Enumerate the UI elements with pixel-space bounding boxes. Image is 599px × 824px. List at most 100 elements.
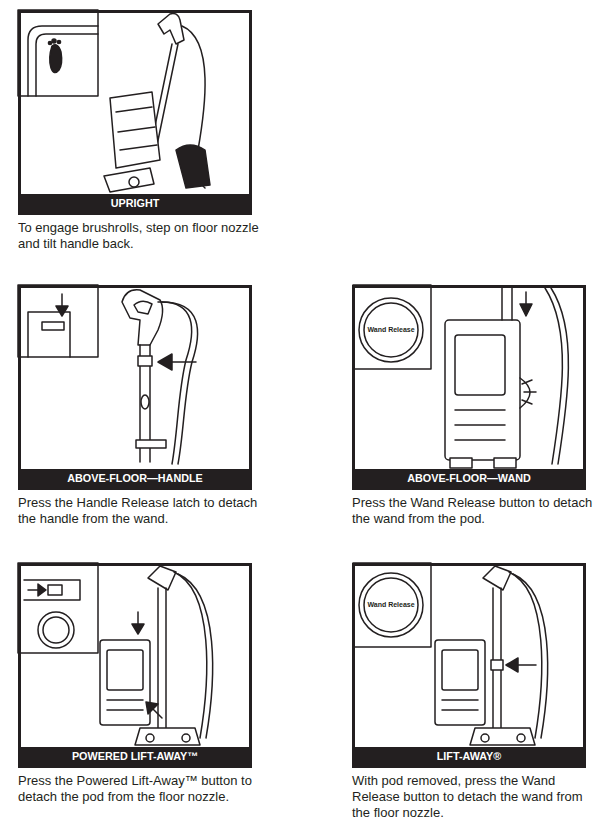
nozzle-housing (36, 34, 98, 96)
button-label: Wand Release (367, 601, 414, 609)
panel-frame: With pod removed, press the Wand Release… (352, 563, 586, 768)
vacuum-pod (100, 640, 150, 725)
wand-release-button (364, 578, 418, 632)
vacuum-hose (509, 572, 542, 738)
hose-clip (136, 440, 166, 448)
foot-toe (48, 41, 51, 44)
vacuum-pod (435, 640, 485, 725)
vacuum-wand (501, 288, 503, 320)
panel-caption: With pod removed, press the Wand Release… (352, 773, 594, 821)
nozzle-wheel (481, 734, 489, 742)
pod-detail (120, 145, 157, 150)
arrow-head (158, 354, 172, 370)
nozzle-wheel (146, 734, 154, 742)
vacuum-pod (110, 92, 160, 168)
lift-away-button (48, 585, 62, 595)
panel-caption: Press the Handle Release latch to detach… (18, 495, 260, 527)
vacuum-hose (545, 288, 562, 464)
label-band: POWERED LIFT-AWAY™ (21, 747, 249, 765)
vacuum-hose (551, 288, 568, 464)
foot-icon (50, 45, 62, 73)
pod-detail (107, 700, 143, 710)
panel-frame: Press the Handle Release latch to detach… (18, 285, 252, 490)
vacuum-wand (511, 288, 513, 320)
vacuum-handle (158, 14, 184, 44)
arrow-head (56, 306, 68, 316)
nozzle-wheel (182, 734, 190, 742)
vacuum-hose (158, 302, 192, 464)
panel-caption: To engage brushrolls, step on floor nozz… (18, 220, 260, 252)
inset-frame (18, 10, 98, 96)
leg-silhouette (176, 145, 210, 188)
nozzle-housing (28, 26, 98, 96)
vacuum-pod (445, 320, 520, 460)
button-housing (359, 573, 423, 637)
handle-illustration (18, 285, 198, 464)
arrow-head (38, 584, 46, 596)
floor-nozzle (104, 168, 154, 192)
pod-foot (494, 458, 516, 468)
handle-housing (28, 312, 70, 357)
dust-cup (455, 335, 505, 395)
arrow-head (132, 624, 144, 634)
vacuum-handle (122, 290, 163, 345)
vacuum-figure (100, 566, 213, 745)
arrow-shaft (170, 361, 196, 363)
nozzle-wheel (517, 734, 525, 742)
pod-detail (455, 424, 505, 426)
label-band: UPRIGHT (21, 194, 249, 212)
label-band: ABOVE-FLOOR—WAND (355, 469, 583, 487)
panel-title: LIFT-AWAY® (355, 747, 583, 765)
arrow-head (520, 304, 532, 316)
panel-caption: Press the Powered Lift-Away™ button to d… (18, 773, 260, 805)
button-housing (38, 612, 74, 648)
release-latch (42, 322, 64, 330)
vacuum-handle (483, 566, 511, 590)
panel-frame: Press the Wand Release button to detach … (352, 285, 586, 490)
vacuum-hose (174, 572, 207, 738)
liftaway-illustration (353, 563, 548, 745)
vacuum-wand (156, 44, 178, 150)
upright-illustration (18, 10, 210, 192)
foot-toe (52, 39, 56, 43)
foot-toe (57, 40, 60, 43)
wand-release-button (364, 303, 418, 357)
inset-frame (353, 563, 431, 647)
pod-foot (450, 458, 472, 468)
pod-detail (118, 127, 155, 132)
wand-illustration (353, 285, 568, 468)
vacuum-hose (178, 574, 213, 738)
label-band: ABOVE-FLOOR—HANDLE (21, 469, 249, 487)
inset-frame (18, 563, 98, 653)
arrow-head (506, 658, 518, 672)
panel-title: POWERED LIFT-AWAY™ (21, 747, 249, 765)
vacuum-wand (165, 588, 167, 736)
arrow-head (146, 702, 158, 714)
wand-release-button (43, 617, 69, 643)
vacuum-handle (148, 566, 176, 590)
powered-liftaway-illustration (18, 563, 213, 745)
panel-frame: To engage brushrolls, step on floor nozz… (18, 10, 252, 215)
pod-detail (455, 439, 505, 441)
dust-cup (442, 650, 478, 690)
panel-caption: Press the Wand Release button to detach … (352, 495, 594, 527)
panel-title: ABOVE-FLOOR—HANDLE (21, 469, 249, 487)
label-band: LIFT-AWAY® (355, 747, 583, 765)
panel-title: UPRIGHT (21, 194, 249, 212)
pod-detail (442, 700, 478, 710)
pod-detail (116, 107, 152, 112)
pod-detail (455, 409, 505, 411)
inset-frame (18, 285, 98, 357)
release-latch (138, 356, 152, 366)
floor-nozzle (135, 728, 200, 745)
panel-title: ABOVE-FLOOR—WAND (355, 469, 583, 487)
wand-release-latch (491, 660, 503, 670)
vacuum-hose (162, 302, 198, 464)
dust-cup (107, 650, 143, 690)
vacuum-hose (513, 574, 548, 738)
floor-nozzle (470, 728, 535, 745)
button-housing (359, 298, 423, 362)
wand-button (141, 395, 149, 409)
